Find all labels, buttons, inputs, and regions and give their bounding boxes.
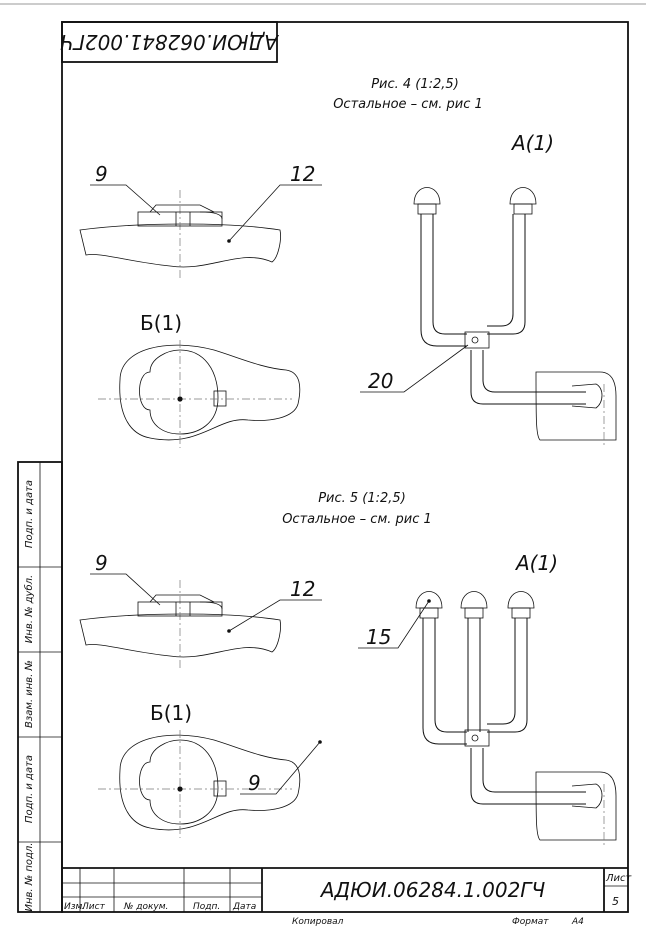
figure-5-callout-9-plan: 9 [248,771,261,795]
format-label: Формат [512,917,549,927]
figure-4-view-b: Б(1) [140,311,182,335]
figure-5-harness [415,591,617,848]
figure-5-section-side [79,580,281,668]
figure-4-view-a: А(1) [510,131,554,155]
figure-5-callout-15: 15 [366,625,391,649]
side-stamp: Подп. и дата Инв. № дубл. Взам. инв. № П… [17,461,63,913]
side-label-sign-date-2: Подп. и дата [24,755,35,823]
title-block: Изм. Лист № докум. Подп. Дата АДЮИ.06284… [62,867,633,927]
top-stamp-text: АДЮИ.062841.002ГЧ [60,30,280,54]
figure-5-plan-view [98,730,322,838]
side-label-replace-inv: Взам. инв. № [24,660,35,728]
figure-5-view-a: А(1) [514,551,558,575]
col-sheet: Лист [81,902,106,912]
figure-5-caption-2: Остальное – см. рис 1 [282,512,432,527]
figure-4: Рис. 4 (1:2,5) Остальное – см. рис 1 А(1… [79,77,617,448]
figure-4-caption-1: Рис. 4 (1:2,5) [371,77,459,92]
figure-4-plan-view [98,340,301,448]
side-label-sign-date-1: Подп. и дата [24,480,35,548]
col-sign: Подп. [193,902,220,912]
figure-5: Рис. 5 (1:2,5) Остальное – см. рис 1 А(1… [79,491,617,848]
figure-5-caption-1: Рис. 5 (1:2,5) [318,491,406,506]
figure-4-callout-9: 9 [95,162,108,186]
figure-5-callout-9: 9 [95,551,108,575]
col-change: Изм. [64,902,85,912]
side-label-original-inv: Инв. № подл. [24,843,35,912]
col-doc-no: № докум. [123,902,168,912]
drawing-frame [61,21,629,913]
copied-label: Копировал [292,917,344,927]
figure-4-harness [413,187,617,448]
figure-4-callout-12: 12 [290,162,315,186]
sheet-number: 5 [612,895,619,908]
figure-4-caption-2: Остальное – см. рис 1 [333,97,483,112]
figure-5-view-b: Б(1) [150,701,192,725]
document-designation: АДЮИ.06284.1.002ГЧ [319,878,546,902]
col-date: Дата [232,902,256,912]
top-stamp: АДЮИ.062841.002ГЧ [60,21,280,63]
side-label-dup-inv: Инв. № дубл. [23,575,35,643]
figure-5-callout-12: 12 [290,577,315,601]
sheet-label: Лист [605,873,633,884]
format-value: А4 [571,917,584,927]
figure-4-callout-20: 20 [368,369,393,393]
figure-4-section-side [79,190,281,278]
